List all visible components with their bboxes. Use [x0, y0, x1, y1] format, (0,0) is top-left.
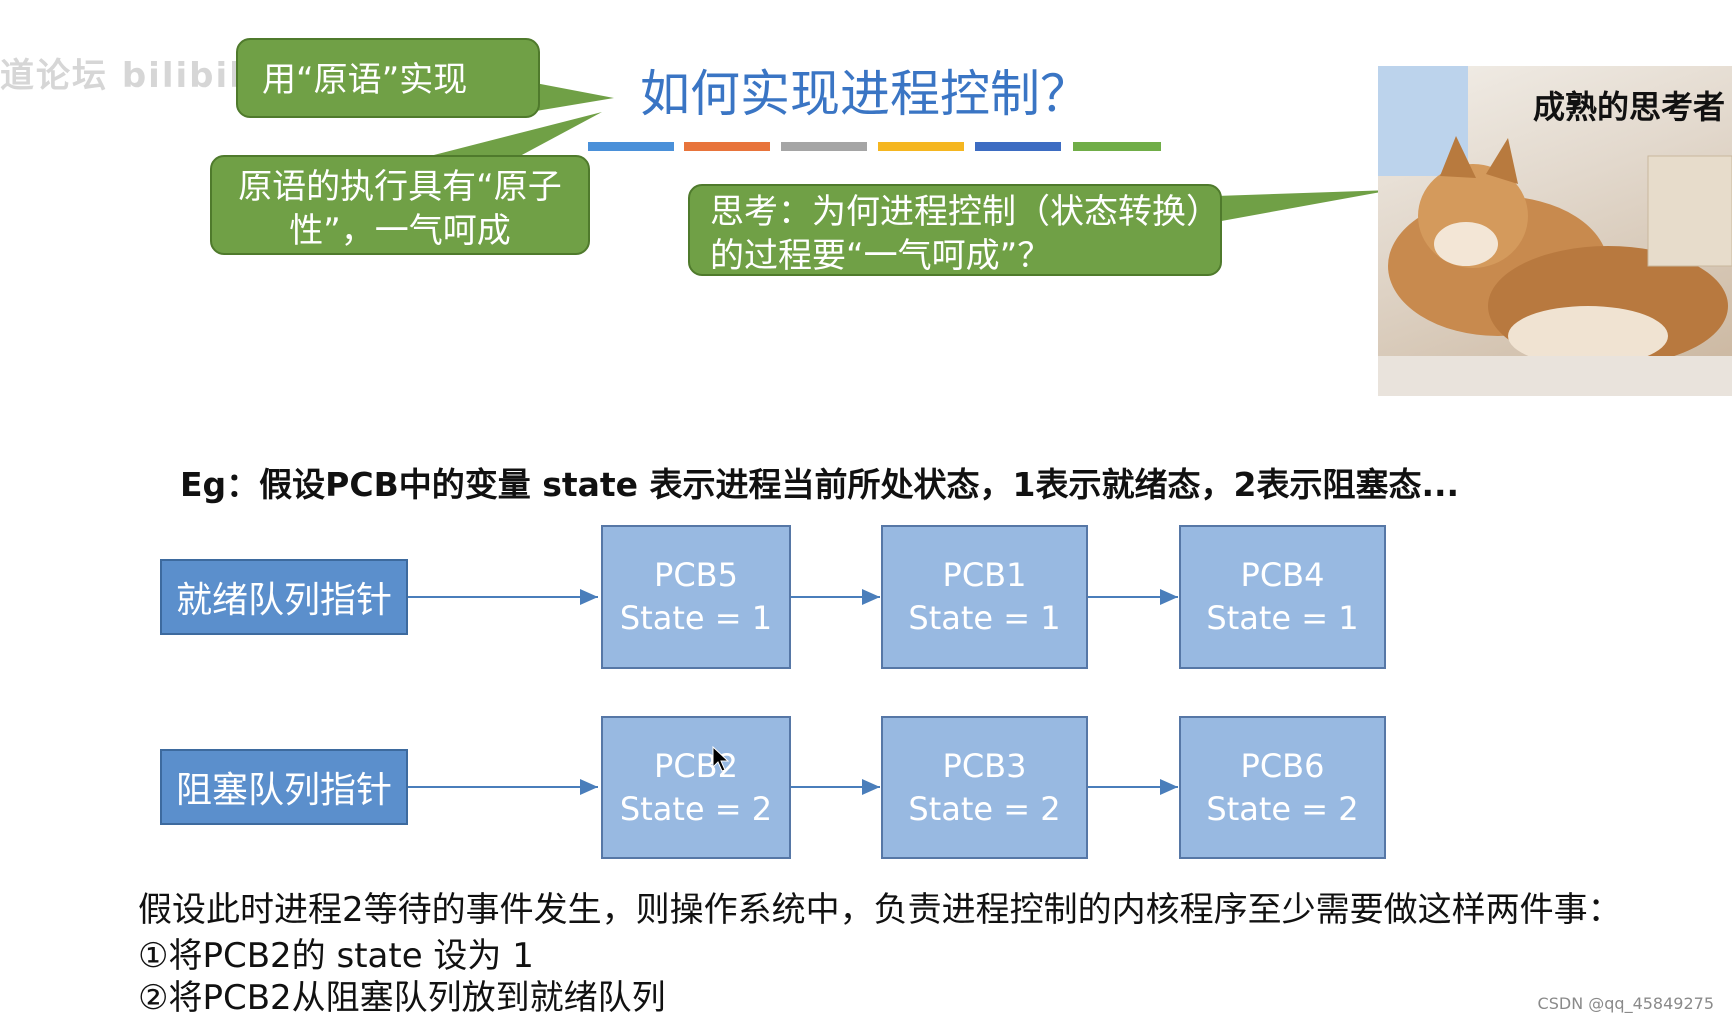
atomic-bubble-tail	[430, 112, 602, 156]
pcb-state: State = 1	[908, 599, 1061, 637]
pcb-node: PCB3 State = 2	[881, 716, 1088, 859]
pcb-node: PCB5 State = 1	[601, 525, 791, 669]
conclusion-line-3: ②将PCB2从阻塞队列放到就绪队列	[138, 978, 666, 1018]
pcb-node: PCB1 State = 1	[881, 525, 1088, 669]
primitive-bubble-text: 用“原语”实现	[262, 60, 468, 100]
bilibili-watermark: 道论坛 bilibili	[0, 56, 257, 96]
ready-queue-pointer: 就绪队列指针	[160, 559, 408, 635]
mouse-cursor-icon	[712, 746, 730, 772]
pcb-name: PCB5	[654, 556, 738, 594]
primitive-bubble-tail	[530, 82, 614, 112]
think-bubble-text: 思考：为何进程控制（状态转换）的过程要“一气呵成”？	[710, 192, 1203, 276]
pcb-node: PCB6 State = 2	[1179, 716, 1386, 859]
dog-illustration	[1378, 66, 1732, 396]
pcb-name: PCB3	[942, 746, 1027, 785]
think-bubble: 思考：为何进程控制（状态转换）的过程要“一气呵成”？	[688, 184, 1222, 276]
atomic-bubble-text: 原语的执行具有“原子性”，一气呵成	[238, 167, 562, 251]
pcb-name: PCB1	[942, 556, 1027, 594]
atomic-bubble: 原语的执行具有“原子性”，一气呵成	[210, 155, 590, 255]
title-bar-gray	[781, 142, 867, 151]
think-bubble-tail	[1216, 190, 1392, 222]
pcb-state: State = 1	[619, 599, 773, 637]
conclusion-line-1: 假设此时进程2等待的事件发生，则操作系统中，负责进程控制的内核程序至少需要做这样…	[138, 890, 1622, 930]
pcb-node: PCB4 State = 1	[1179, 525, 1386, 669]
title-bar-green	[1073, 142, 1161, 151]
photo-caption: 成熟的思考者	[1533, 88, 1726, 126]
pcb-state: State = 1	[1206, 599, 1359, 637]
pcb-state: State = 2	[1206, 789, 1359, 828]
pcb-state: State = 2	[619, 789, 773, 828]
title-bar-blue	[588, 142, 674, 151]
title-bar-orange	[684, 142, 770, 151]
example-text: Eg：假设PCB中的变量 state 表示进程当前所处状态，1表示就绪态，2表示…	[180, 465, 1460, 504]
pcb-name: PCB4	[1240, 556, 1325, 594]
pcb-name: PCB2	[654, 746, 738, 785]
ready-queue-label: 就绪队列指针	[175, 580, 392, 621]
pcb-node: PCB2 State = 2	[601, 716, 791, 859]
shiba-dog-photo: 成熟的思考者	[1378, 66, 1732, 396]
pcb-name: PCB6	[1240, 746, 1325, 785]
pcb-state: State = 2	[908, 789, 1061, 828]
csdn-watermark: CSDN @qq_45849275	[1537, 994, 1714, 1013]
title-bar-yellow	[878, 142, 964, 151]
conclusion-line-2: ①将PCB2的 state 设为 1	[138, 936, 534, 976]
title-bar-darkblue	[975, 142, 1061, 151]
page-title: 如何实现进程控制？	[640, 65, 1090, 123]
blocked-queue-pointer: 阻塞队列指针	[160, 749, 408, 825]
blocked-queue-label: 阻塞队列指针	[175, 770, 392, 811]
primitive-bubble: 用“原语”实现	[236, 38, 540, 118]
